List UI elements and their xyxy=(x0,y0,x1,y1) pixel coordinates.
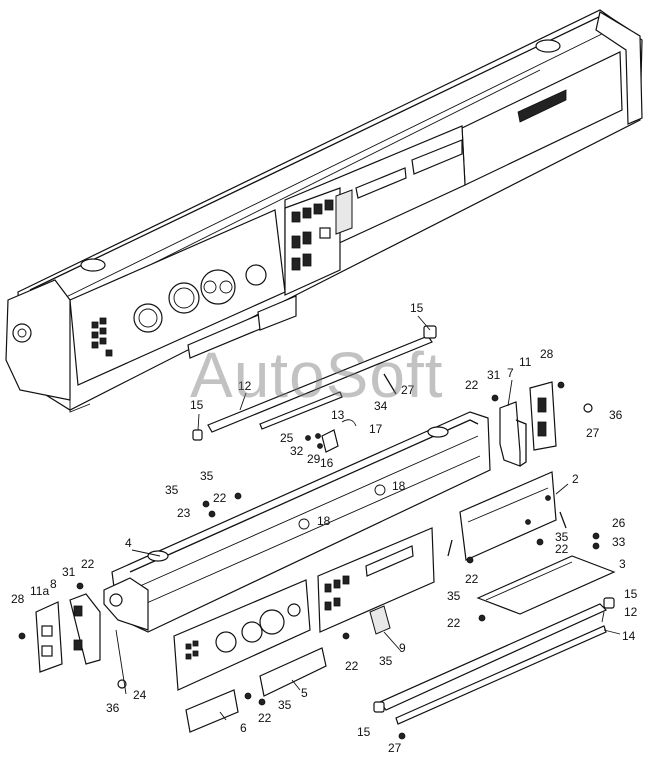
callout-2: 2 xyxy=(572,472,579,486)
bracket-5 xyxy=(259,647,327,697)
callout-22: 22 xyxy=(555,542,569,556)
screw-35-c xyxy=(342,632,350,640)
callout-35: 35 xyxy=(555,530,569,544)
callout-35: 35 xyxy=(278,698,292,712)
screw-26 xyxy=(592,532,600,540)
screw-22-c xyxy=(478,614,486,622)
callout-18: 18 xyxy=(317,514,331,528)
assembled-dashboard xyxy=(5,9,643,413)
switch-panel xyxy=(317,527,435,633)
callout-15: 15 xyxy=(624,587,638,601)
screw-27-bottom xyxy=(398,732,406,740)
frame-4 xyxy=(103,411,491,633)
leader-lines xyxy=(115,315,621,721)
callout-22: 22 xyxy=(258,711,272,725)
callout-35: 35 xyxy=(379,654,393,668)
callout-4: 4 xyxy=(125,536,132,550)
screw-23 xyxy=(208,510,216,518)
callout-22: 22 xyxy=(213,491,227,505)
screw-35-a xyxy=(202,500,210,508)
clip-15-right xyxy=(603,597,615,609)
callout-12: 12 xyxy=(624,605,638,619)
callout-36: 36 xyxy=(106,701,120,715)
screw-28 xyxy=(557,381,565,389)
screw-31 xyxy=(491,394,499,402)
harness-8 xyxy=(69,593,101,665)
screw-35-b xyxy=(536,538,544,546)
callout-23: 23 xyxy=(177,506,191,520)
callout-27: 27 xyxy=(388,741,402,755)
callout-32: 32 xyxy=(290,444,304,458)
callout-22: 22 xyxy=(81,557,95,571)
callout-22: 22 xyxy=(465,572,479,586)
screw-28-left xyxy=(18,632,26,640)
callout-5: 5 xyxy=(301,686,308,700)
callout-31: 31 xyxy=(487,368,501,382)
screw-35-d xyxy=(244,692,252,700)
switch-16-group xyxy=(305,419,357,453)
callout-12: 12 xyxy=(238,379,252,393)
callout-15: 15 xyxy=(357,725,371,739)
callout-22: 22 xyxy=(345,659,359,673)
screw-22-d xyxy=(258,698,266,706)
callout-7: 7 xyxy=(507,366,514,380)
rod-12 xyxy=(207,325,437,433)
callout-8: 8 xyxy=(50,577,57,591)
screw-33 xyxy=(592,542,600,550)
callout-17: 17 xyxy=(369,422,383,436)
clip-15-bottom xyxy=(373,701,385,713)
screw-34 xyxy=(383,373,397,395)
screw-31-left xyxy=(76,582,84,590)
callout-28: 28 xyxy=(540,347,554,361)
callout-35: 35 xyxy=(447,589,461,603)
callout-35: 35 xyxy=(200,469,214,483)
callout-26: 26 xyxy=(612,516,626,530)
callout-27: 27 xyxy=(401,383,415,397)
clip-15-left xyxy=(192,429,203,441)
callout-14: 14 xyxy=(622,629,636,643)
callout-28: 28 xyxy=(11,592,25,606)
callout-33: 33 xyxy=(612,535,626,549)
callout-labels: 15 12 15 13 17 34 27 22 31 7 11 28 36 27… xyxy=(11,301,638,755)
callout-36: 36 xyxy=(609,408,623,422)
bracket-6 xyxy=(185,689,239,733)
screw-22-b xyxy=(466,556,474,564)
strip-13 xyxy=(259,391,343,430)
callout-11: 11 xyxy=(519,355,532,369)
callout-11a: 11а xyxy=(30,584,49,598)
callout-6: 6 xyxy=(240,721,247,735)
plate-3 xyxy=(476,555,616,615)
bracket-11a xyxy=(35,601,63,673)
callout-31: 31 xyxy=(62,565,76,579)
bracket-11 xyxy=(529,381,557,451)
callout-24: 24 xyxy=(133,688,147,702)
callout-18: 18 xyxy=(392,479,406,493)
screw-22-a xyxy=(234,492,242,500)
callout-13: 13 xyxy=(331,408,345,422)
callout-16: 16 xyxy=(320,456,334,470)
callout-34: 34 xyxy=(374,399,388,413)
callout-22: 22 xyxy=(465,378,479,392)
switch-9 xyxy=(369,605,391,635)
bracket-7 xyxy=(499,401,527,467)
callout-15: 15 xyxy=(410,301,424,315)
rail-14 xyxy=(379,603,608,725)
callout-15: 15 xyxy=(190,398,204,412)
callout-22: 22 xyxy=(447,616,461,630)
callout-25: 25 xyxy=(280,431,294,445)
callout-3: 3 xyxy=(619,557,626,571)
instrument-panel xyxy=(173,579,311,691)
callout-27: 27 xyxy=(586,426,600,440)
callout-35: 35 xyxy=(165,483,179,497)
nut-36 xyxy=(583,403,593,413)
callout-9: 9 xyxy=(399,641,406,655)
cover-2 xyxy=(447,471,567,561)
callout-29: 29 xyxy=(307,452,321,466)
